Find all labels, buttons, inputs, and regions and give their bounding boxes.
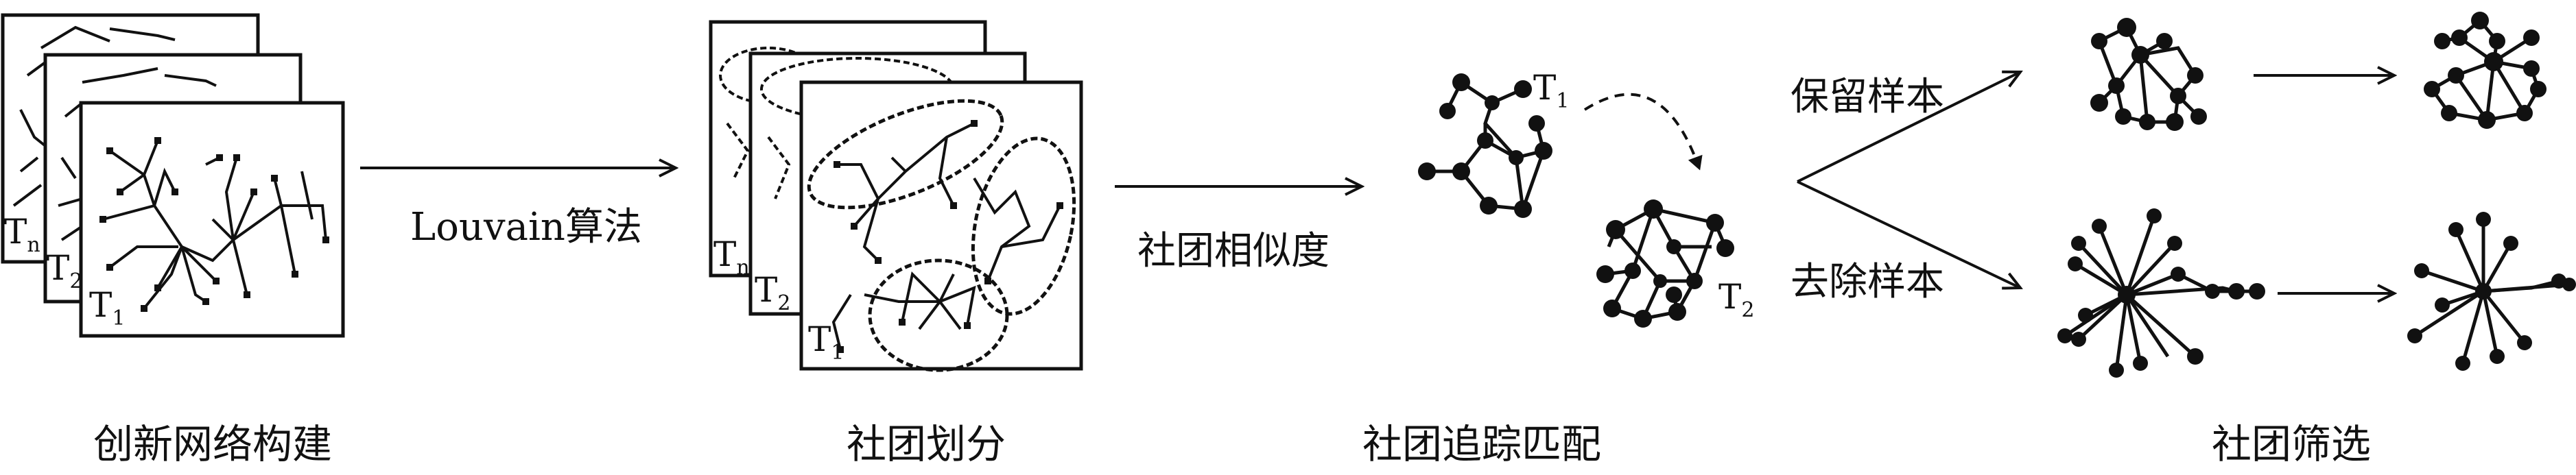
partition-label-t2: T2 bbox=[755, 270, 790, 315]
tracking-label-t1: T1 bbox=[1533, 68, 1569, 113]
branch-arrows: 保留样本 去除样本 bbox=[1791, 72, 2020, 304]
partition-frames-stack: Tn T2 bbox=[709, 20, 1083, 372]
kept-community-after bbox=[2424, 12, 2547, 129]
caption-build: 创新网络构建 bbox=[93, 421, 332, 467]
stage-captions: 创新网络构建 社团划分 社团追踪匹配 社团筛选 bbox=[93, 421, 2371, 467]
frame-label-tn: Tn bbox=[4, 212, 40, 257]
removed-community-after bbox=[2407, 212, 2576, 371]
tracking-networks: T1 T2 bbox=[1418, 68, 1754, 328]
keep-label: 保留样本 bbox=[1791, 75, 1944, 119]
caption-partition: 社团划分 bbox=[847, 421, 1006, 467]
louvain-label: Louvain算法 bbox=[410, 205, 642, 249]
arrow-louvain: Louvain算法 bbox=[360, 168, 676, 249]
community-t2: T2 bbox=[1596, 199, 1754, 328]
caption-filter: 社团筛选 bbox=[2212, 421, 2371, 467]
partition-label-tn: Tn bbox=[713, 234, 750, 280]
tracking-label-t2: T2 bbox=[1718, 277, 1754, 322]
kept-community-before bbox=[2090, 18, 2207, 131]
tracking-dashed-arrow bbox=[1583, 93, 1703, 171]
network-edges bbox=[102, 140, 327, 310]
network-frames-stack: Tn T2 bbox=[1, 13, 345, 338]
remove-label: 去除样本 bbox=[1791, 260, 1944, 304]
similarity-label: 社团相似度 bbox=[1137, 229, 1330, 273]
removed-community-before bbox=[2057, 208, 2265, 378]
community-t1: T1 bbox=[1418, 68, 1569, 218]
caption-tracking: 社团追踪匹配 bbox=[1362, 421, 1601, 467]
frame-label-t2: T2 bbox=[47, 248, 82, 293]
arrow-similarity: 社团相似度 bbox=[1115, 186, 1362, 273]
frame-label-t1: T1 bbox=[89, 285, 125, 330]
partition-label-t1: T1 bbox=[808, 319, 844, 365]
partition-frame-t1: T1 bbox=[799, 80, 1083, 372]
network-nodes bbox=[99, 137, 329, 312]
frame-t1: T1 bbox=[79, 101, 345, 338]
